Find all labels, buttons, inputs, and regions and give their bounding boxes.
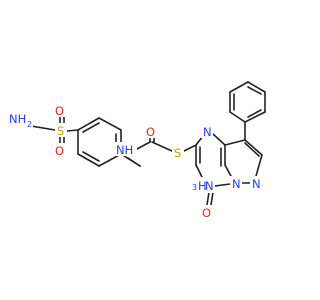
atom-n-triazine-top-label: N xyxy=(203,125,212,139)
bond-phenyl-ring xyxy=(229,81,249,93)
bond-benzene-double xyxy=(82,122,100,133)
atom-n-triazine-top: N xyxy=(201,124,213,139)
atom-nh2-subscript: 2 xyxy=(27,120,32,129)
atom-n-bridge-label: N xyxy=(232,177,241,191)
bond-pyrazole-double xyxy=(244,142,260,157)
bond-pyrazole xyxy=(224,139,246,146)
bond-triazine xyxy=(214,183,231,187)
bond-s-c2 xyxy=(183,144,197,152)
atom-n-pyrazole-label: N xyxy=(252,177,261,191)
atom-o-sulfonyl-top: O xyxy=(54,103,66,118)
bond-phenyl-ring xyxy=(229,111,246,123)
bond-c-o-carbonyl xyxy=(210,191,214,206)
bond-s-nh2 xyxy=(30,125,56,131)
atom-nh2: NH 2 xyxy=(8,111,33,129)
bond-c-ch2 xyxy=(151,141,173,152)
bond-benzene-ring xyxy=(77,117,100,131)
atom-o-carbonyl-label: O xyxy=(202,206,211,220)
atom-nh-triazine: 3 H N xyxy=(190,177,215,193)
atom-nh-amide: NH xyxy=(115,142,137,157)
bond-c-o-carbonyl xyxy=(206,191,210,206)
bond-phenyl-double xyxy=(247,109,262,118)
bond-phenyl-double xyxy=(247,86,262,95)
atom-o-amide-label: O xyxy=(146,125,155,139)
bond-benzene-ring xyxy=(77,153,100,167)
atom-o-sulfonyl-bottom: O xyxy=(54,143,66,158)
atom-n-pyrazole: N xyxy=(250,176,262,191)
atom-o-sulfonyl-top-label: O xyxy=(55,104,64,118)
atom-s-sulfonyl-label: S xyxy=(57,124,64,138)
atom-nh-triazine-h: H xyxy=(198,179,207,193)
atom-o-amide: O xyxy=(144,124,156,139)
atom-o-carbonyl: O xyxy=(200,205,212,220)
bond-triazine xyxy=(224,164,233,179)
bond-phenyl-ring xyxy=(244,111,266,123)
bond-triazine xyxy=(212,133,226,146)
bond-chain-to-nh xyxy=(127,157,141,167)
bond-pyrazole xyxy=(255,154,263,177)
bond-benzene-double xyxy=(82,151,100,162)
molecule-structure: NH 2 S O O NH O S N 3 H N N xyxy=(8,81,266,220)
atom-s-sulfonyl: S xyxy=(55,123,67,138)
bond-s-ring xyxy=(66,129,79,132)
bond-triazine xyxy=(195,164,204,180)
atom-s-thioether-label: S xyxy=(174,146,181,160)
atom-nh2-label: NH xyxy=(9,112,26,126)
bond-phenyl-ring xyxy=(247,81,266,93)
atom-nh-triazine-n: N xyxy=(205,179,214,193)
atom-o-sulfonyl-bottom-label: O xyxy=(55,144,64,158)
atom-n-bridge: N xyxy=(230,176,242,191)
bond-pyrazole xyxy=(244,139,263,156)
bonds xyxy=(30,81,266,206)
bond-nh-carbonyl xyxy=(136,141,151,150)
bond-benzene-ring xyxy=(98,117,122,131)
atom-nh-triazine-prefix: 3 xyxy=(192,183,197,192)
atom-nh-amide-label: NH xyxy=(116,143,133,157)
atom-s-thioether: S xyxy=(172,145,184,160)
